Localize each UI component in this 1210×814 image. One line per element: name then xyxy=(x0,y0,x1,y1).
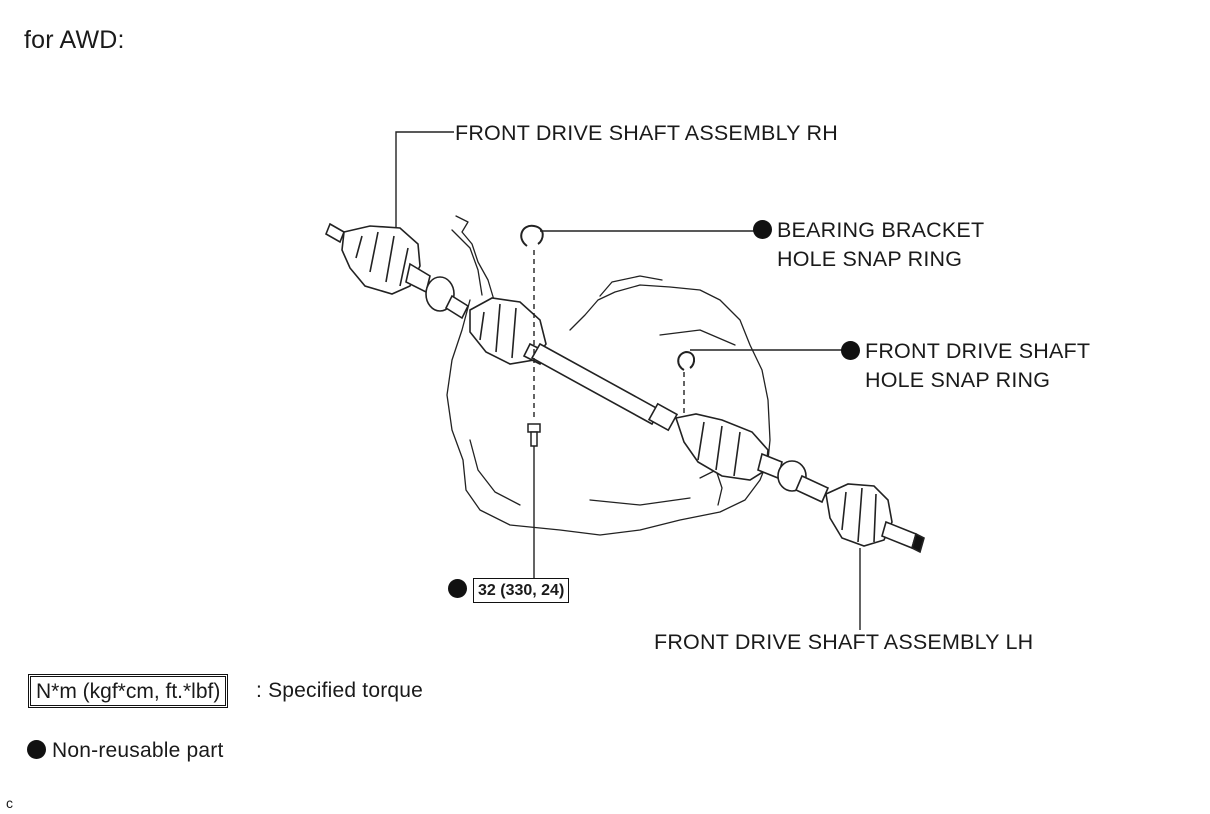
corner-mark: c xyxy=(6,795,14,811)
bracket-sketch xyxy=(451,215,495,301)
legend-torque-desc: : Specified torque xyxy=(256,679,424,702)
label-lh-assembly: FRONT DRIVE SHAFT ASSEMBLY LH xyxy=(654,630,1034,654)
lh-inner-joint xyxy=(674,413,830,504)
nonreusable-dot-icon xyxy=(841,341,860,360)
bolt-icon xyxy=(527,423,541,447)
nonreusable-dot-icon xyxy=(448,579,467,598)
lh-outer-joint xyxy=(825,483,925,554)
bearing-snap-ring-icon xyxy=(520,224,544,247)
label-bearing-ring-2: HOLE SNAP RING xyxy=(777,247,963,271)
page-title: for AWD: xyxy=(24,26,125,54)
nonreusable-dot-icon xyxy=(27,740,46,759)
transaxle-outline xyxy=(446,284,771,536)
torque-value-box: 32 (330, 24) xyxy=(473,578,570,604)
rh-outer-joint xyxy=(324,222,470,320)
legend-torque-unit-box: N*m (kgf*cm, ft.*lbf) xyxy=(27,673,229,709)
label-rh-assembly: FRONT DRIVE SHAFT ASSEMBLY RH xyxy=(455,121,838,145)
label-shaft-ring-1: FRONT DRIVE SHAFT xyxy=(865,339,1091,363)
label-bearing-ring-1: BEARING BRACKET xyxy=(777,218,985,242)
label-shaft-ring-2: HOLE SNAP RING xyxy=(865,368,1051,392)
nonreusable-dot-icon xyxy=(753,220,772,239)
shaft-snap-ring-icon xyxy=(677,350,696,371)
legend-nonreusable: Non-reusable part xyxy=(52,739,224,762)
shaft-bar xyxy=(530,342,679,432)
leader-rh xyxy=(395,131,454,228)
